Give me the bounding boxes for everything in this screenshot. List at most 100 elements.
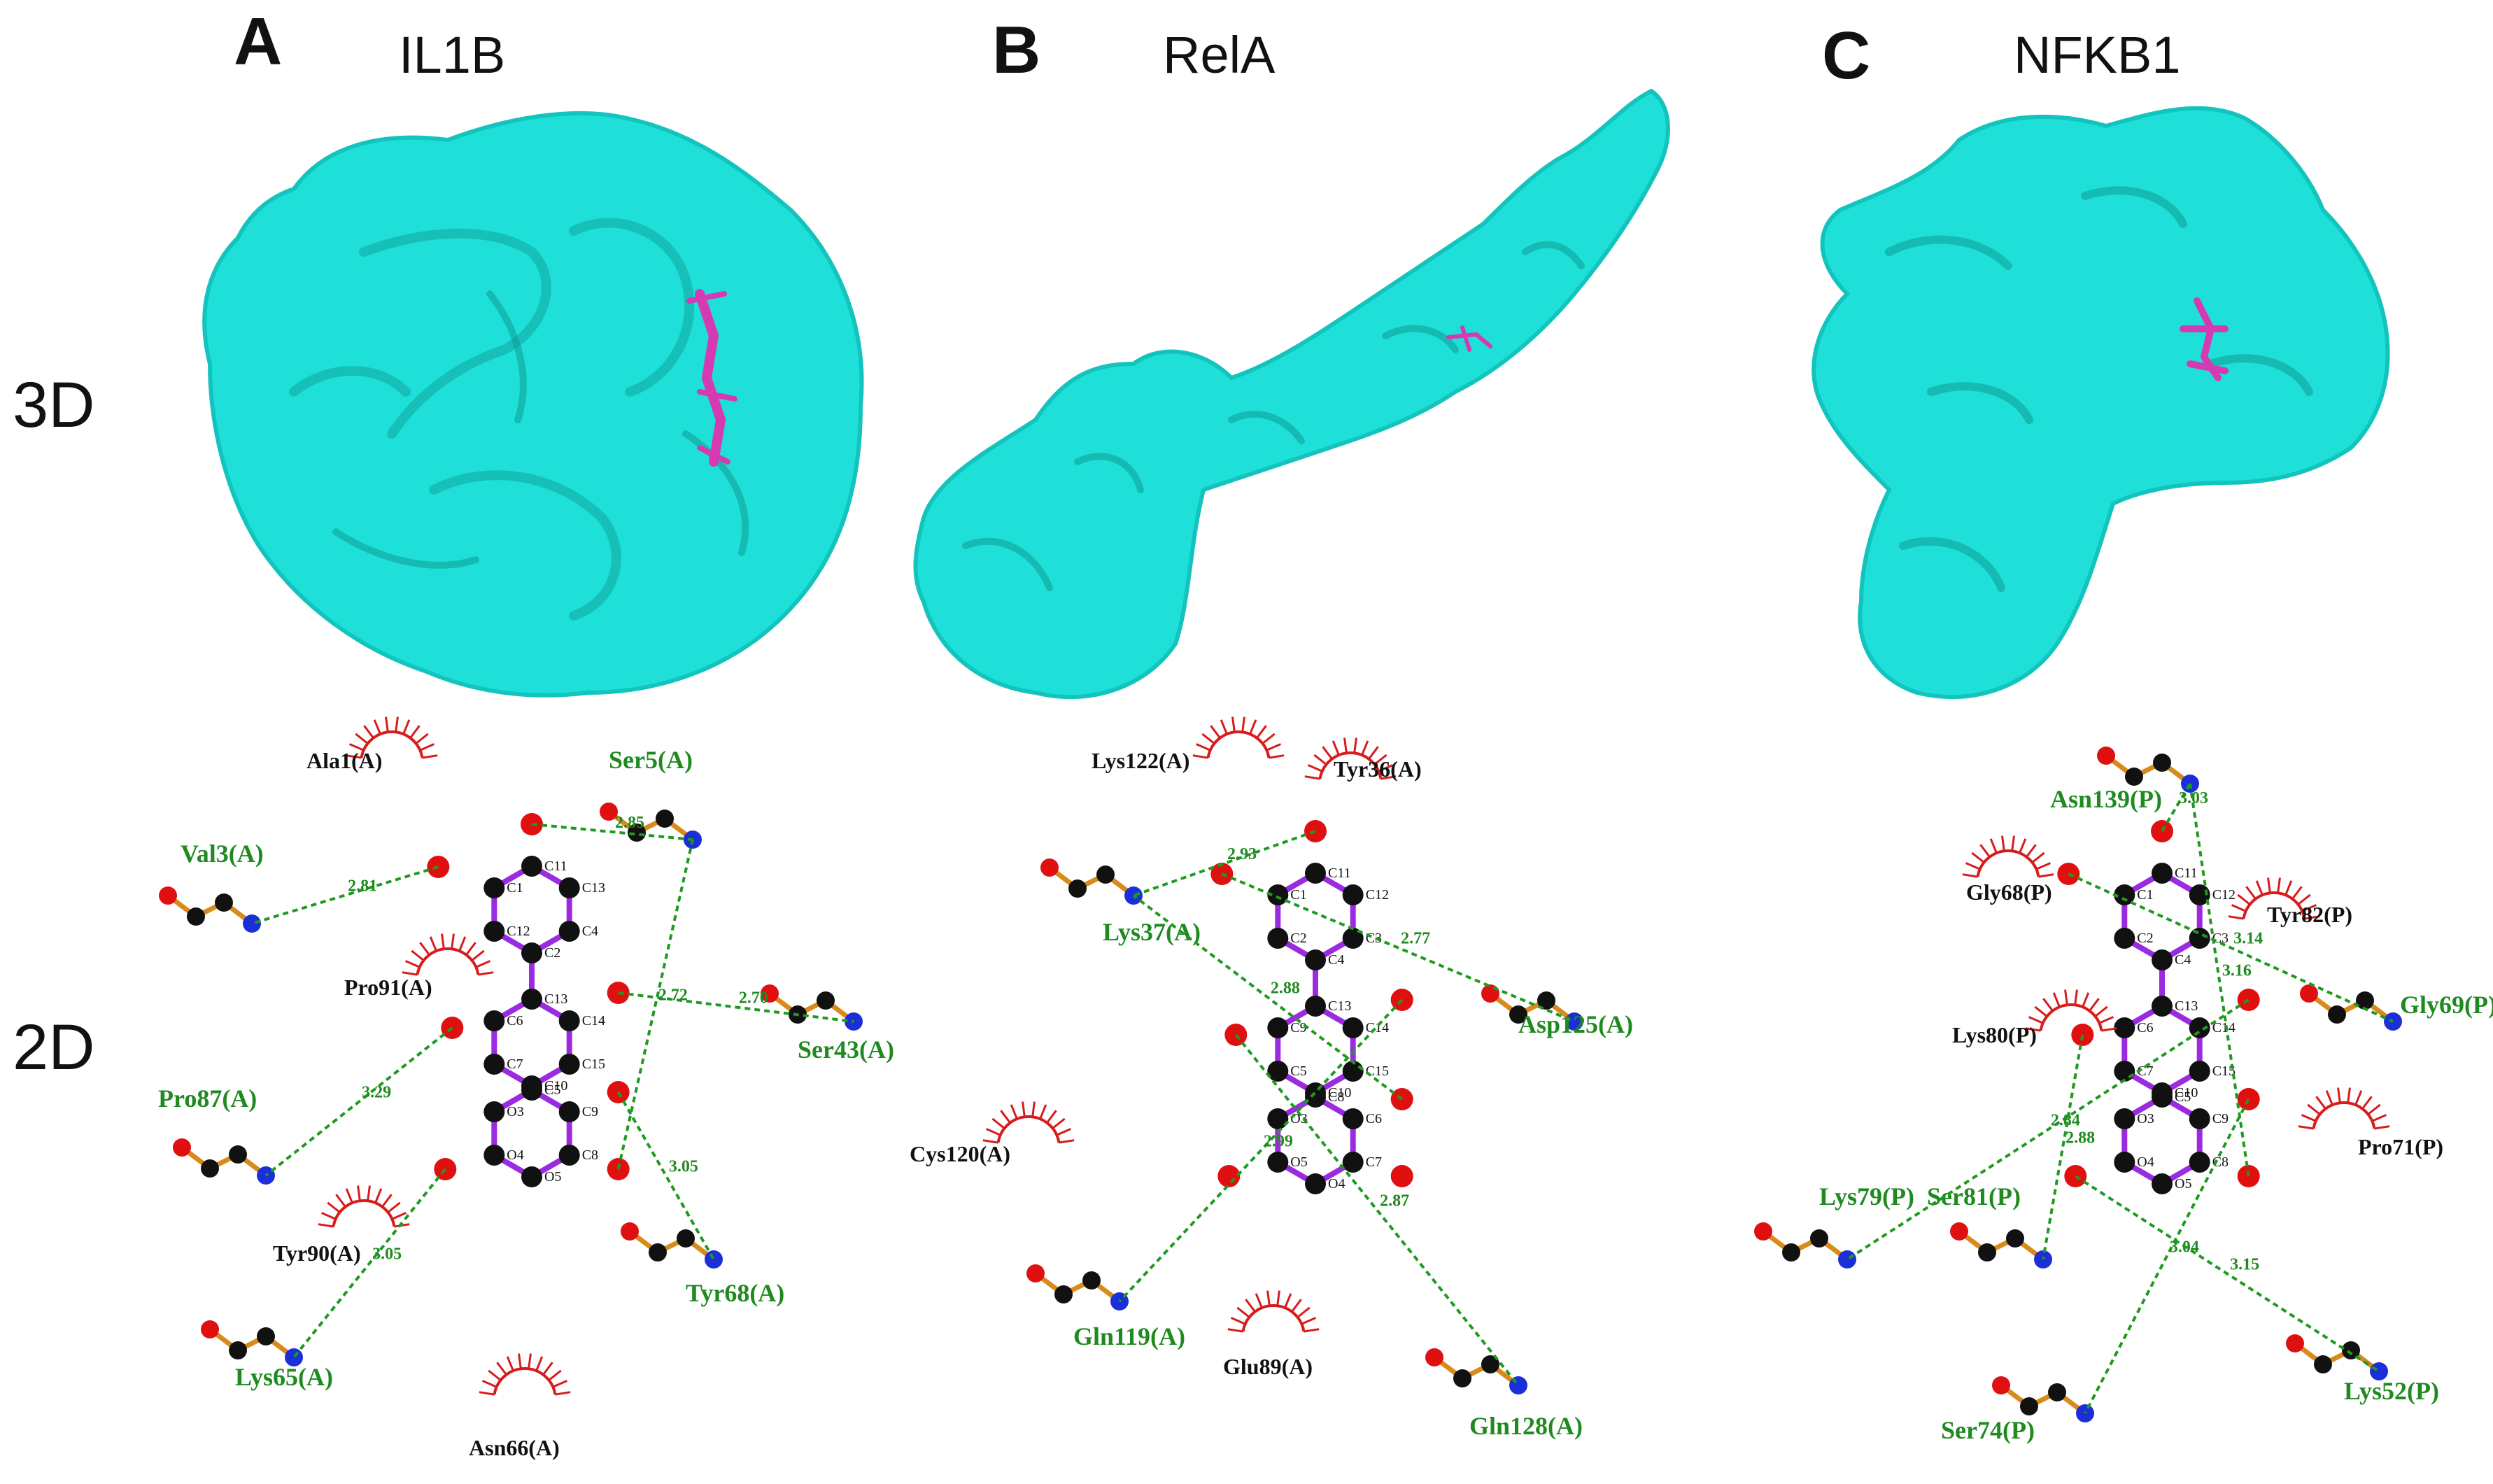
- b-ligand-carbon: [1267, 928, 1289, 949]
- a-hydrophobic-2-spoke: [327, 1201, 341, 1213]
- c-ligand-carbon: [2152, 949, 2173, 970]
- c-hydrophobic-1-spoke: [2277, 877, 2281, 893]
- panel-a-title: IL1B: [399, 26, 505, 84]
- a-hydrophobic-0-spoke: [415, 733, 429, 744]
- c-hydrophobic-0-spoke: [2038, 873, 2054, 878]
- c-hydrophobic-0: [1962, 835, 2054, 878]
- b-hydrophobic-3-spoke: [1284, 1293, 1292, 1308]
- panel-c-ligand: [2180, 297, 2229, 381]
- a-hbond-distance: 2.70: [739, 989, 768, 1008]
- panel-b-title: RelA: [1163, 26, 1276, 84]
- c-atom-label: C12: [2212, 887, 2236, 903]
- a-hbond-distance: 2.72: [658, 987, 688, 1005]
- a-hydrophobic-2-spoke: [394, 1223, 410, 1228]
- c-atom-label: O3: [2137, 1111, 2154, 1126]
- b-hydrophobic-2-spoke: [982, 1139, 998, 1144]
- c-hydrophobic-0-arc: [1976, 849, 2040, 877]
- a-atom-label: C12: [507, 924, 530, 939]
- b-hbond-distance: 2.99: [1264, 1133, 1293, 1151]
- c-hydrophobic-1-spoke: [2304, 915, 2320, 920]
- b-residue-atom: [1096, 865, 1115, 884]
- b-ligand-carbon: [1342, 1152, 1364, 1173]
- a-residue-1: [159, 886, 261, 933]
- c-hydrophobic-residue-label: Gly68(P): [1966, 879, 2052, 905]
- b-residue-atom: [1068, 879, 1087, 898]
- a-hydrophobic-2-spoke: [318, 1223, 334, 1228]
- c-ligand-carbon: [2114, 884, 2135, 905]
- panel-a-2d-diagram: C11C13C4C2C12C1C13C14C15C10C7C6C5C9C8O5O…: [158, 716, 894, 1460]
- c-hydrophobic-1-spoke: [2297, 893, 2311, 905]
- b-hbond-distance: 2.88: [1271, 980, 1300, 998]
- a-hydrophobic-3-spoke: [518, 1353, 522, 1369]
- c-hydrophobic-3-spoke: [2347, 1087, 2351, 1103]
- c-hydrophobic-0-spoke: [1979, 844, 1991, 858]
- a-hydrophobic-3-spoke: [535, 1356, 544, 1371]
- b-hydrophobic-1-spoke: [1368, 746, 1379, 760]
- b-residue-atom: [1509, 1005, 1527, 1024]
- a-hydrophobic-1-spoke: [471, 949, 485, 961]
- b-hydrophobic-2: [982, 1101, 1075, 1144]
- b-hydrophobic-0-spoke: [1269, 754, 1285, 759]
- c-hydrophobic-3-spoke: [2298, 1125, 2314, 1130]
- a-ligand-carbon: [558, 877, 580, 898]
- a-hydrophobic-2: [318, 1185, 410, 1228]
- b-hydrophobic-3-spoke: [1230, 1317, 1246, 1325]
- a-hydrophobic-0-spoke: [363, 725, 374, 739]
- b-ligand-carbon: [1342, 1108, 1364, 1129]
- c-residue-atom: [1950, 1222, 1968, 1241]
- b-hydrophobic-3-spoke: [1245, 1299, 1256, 1313]
- b-atom-label: C4: [1328, 952, 1344, 968]
- a-ligand-carbon: [521, 989, 542, 1010]
- b-hydrophobic-residue-label: Lys122(A): [1092, 748, 1189, 773]
- a-hydrophobic-1-spoke: [458, 936, 467, 952]
- c-hydrophobic-0-spoke: [2019, 838, 2027, 854]
- c-hydrophobic-2-arc: [2039, 1003, 2103, 1031]
- a-hbond-line: [616, 1091, 715, 1260]
- a-hydrophobic-1-spoke: [465, 942, 476, 956]
- a-atom-label: C13: [582, 880, 605, 896]
- c-hydrophobic-0-spoke: [2026, 844, 2037, 858]
- a-residue-atom: [201, 1159, 219, 1178]
- b-ligand-carbon: [1342, 928, 1364, 949]
- b-hydrophobic-0-spoke: [1249, 719, 1257, 735]
- c-atom-label: C5: [2175, 1089, 2191, 1105]
- a-ligand-carbon: [558, 1145, 580, 1166]
- c-ligand-carbon: [2189, 1108, 2210, 1129]
- a-hbond-distance: 2.85: [615, 814, 644, 832]
- a-atom-label: C13: [544, 991, 567, 1007]
- b-hydrophobic-residue-label: Tyr36(A): [1334, 756, 1422, 782]
- c-residue-atom: [2300, 984, 2318, 1003]
- c-hydrophobic-residue-label: Pro71(P): [2358, 1134, 2443, 1159]
- a-residue-3: [173, 1138, 275, 1185]
- a-ligand-carbon: [521, 856, 542, 877]
- c-hbond-line: [2068, 872, 2394, 1023]
- c-hydrophobic-0-spoke: [1965, 862, 1981, 870]
- a-residue-atom: [649, 1243, 667, 1262]
- a-hydrophobic-3: [479, 1353, 571, 1396]
- b-hydrophobic-3-spoke: [1291, 1299, 1302, 1313]
- a-hydrophobic-3-spoke: [496, 1362, 507, 1376]
- a-hydrophobic-3-arc: [493, 1367, 557, 1395]
- c-hbond-line: [2075, 1175, 2380, 1373]
- b-hydrophobic-residue-label: Cys120(A): [910, 1141, 1010, 1166]
- a-hbond-residue-label: Pro87(A): [158, 1084, 257, 1112]
- a-hydrophobic-1-spoke: [402, 971, 418, 976]
- c-hydrophobic-2-spoke: [2098, 1016, 2114, 1024]
- b-ligand-carbon: [1305, 949, 1326, 970]
- c-residue-1: [2300, 984, 2402, 1031]
- a-hbond-distance: 3.29: [362, 1084, 391, 1102]
- c-ligand-carbon: [2189, 884, 2210, 905]
- a-hydrophobic-0-spoke: [385, 716, 389, 733]
- c-hydrophobic-3-spoke: [2361, 1096, 2373, 1110]
- b-hydrophobic-0-spoke: [1220, 719, 1228, 735]
- b-ligand-carbon: [1267, 1061, 1289, 1082]
- a-ligand-carbon: [558, 1054, 580, 1075]
- b-hydrophobic-3-spoke: [1255, 1293, 1263, 1308]
- b-hydrophobic-0-spoke: [1241, 716, 1245, 733]
- a-hydrophobic-2-spoke: [335, 1194, 346, 1208]
- c-hbond-residue-label: Ser81(P): [1927, 1182, 2021, 1210]
- a-atom-label: C2: [544, 945, 560, 961]
- b-hydrophobic-1-spoke: [1380, 775, 1397, 780]
- a-ligand-carbon: [483, 1101, 505, 1122]
- c-hydrophobic-2-spoke: [2082, 992, 2090, 1008]
